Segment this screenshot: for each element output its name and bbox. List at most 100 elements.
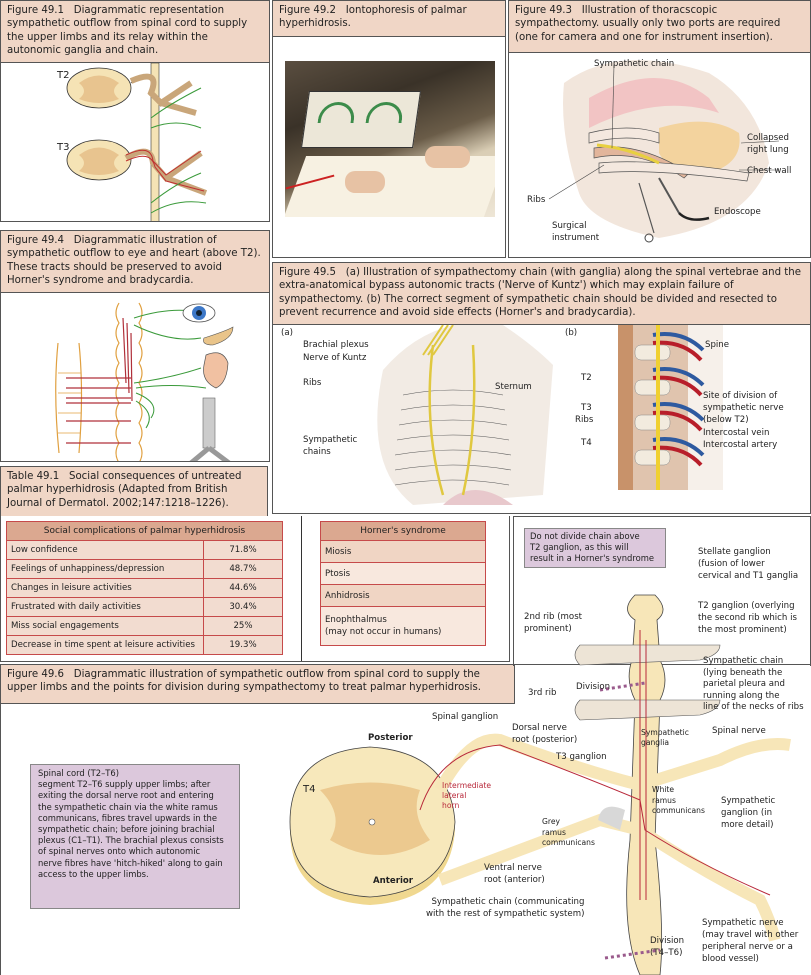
note-line: segment T2–T6 supply upper limbs; after	[38, 779, 211, 790]
caption-text: Diagrammatic illustration of sympathetic…	[7, 669, 482, 694]
label-line: Grey	[542, 817, 561, 826]
note-line: plexus (C1–T1). The brachial plexus cons…	[38, 835, 224, 846]
figure-49-6-caption: Figure 49.6 Diagrammatic illustration of…	[1, 665, 514, 703]
label-line: Ventral nerve	[484, 863, 542, 873]
eye-heart-outflow-diagram	[55, 302, 234, 461]
label-line: peripheral nerve or a	[702, 942, 793, 952]
row-value: 19.3%	[203, 635, 283, 655]
table-header: Horner's syndrome	[320, 521, 486, 541]
label-line: White	[652, 785, 675, 794]
label-ventral-nerve-root: Ventral nerve root (anterior)	[484, 862, 545, 886]
sympathectomy-chain-illustrations	[377, 325, 723, 505]
label-sympathetic-chain: Sympathetic chain (lying beneath the par…	[703, 656, 804, 714]
preganglionic-fibres	[66, 317, 133, 444]
label-line: Sympathetic chain (communicating	[431, 897, 585, 907]
label-sympathetic-ganglion-detail: Sympathetic ganglion (in more detail)	[721, 795, 775, 831]
label-site-division-1: Site of division of	[703, 391, 778, 401]
label-sympathetic-ganglia: Sympathetic ganglia	[641, 728, 689, 748]
label-t2: T2	[581, 373, 592, 383]
note-line: Do not divide chain above	[530, 531, 640, 541]
table-header: Social complications of palmar hyperhidr…	[6, 521, 283, 541]
label-ribs: Ribs	[527, 195, 546, 205]
label-line: communicans	[652, 806, 705, 815]
row-item: Enophthalmus	[325, 615, 387, 625]
label-line: Division	[650, 936, 685, 946]
label-sternum: Sternum	[495, 382, 532, 392]
table-row: Miosis	[320, 540, 486, 563]
row-item: Miosis	[320, 540, 486, 563]
note-line: sympathetic chain; before joining brachi…	[38, 824, 215, 835]
note-line: nerve fibres have 'hitch-hiked' along to…	[38, 857, 223, 868]
label-line: Sympathetic	[721, 796, 776, 806]
row-item: Miss social engagements	[6, 616, 204, 636]
label-line: Stellate ganglion	[698, 547, 771, 557]
label-sympathetic-nerve: Sympathetic nerve (may travel with other…	[702, 917, 798, 965]
note-line: of spinal nerves onto which autonomic	[38, 846, 201, 857]
row-item: Low confidence	[6, 540, 204, 560]
social-complications-table: Social complications of palmar hyperhidr…	[6, 521, 283, 655]
label-brachial-plexus: Brachial plexus	[303, 340, 369, 350]
row-item: Ptosis	[320, 562, 486, 585]
label-right-lung: right lung	[747, 145, 789, 155]
label-t3: T3	[581, 403, 592, 413]
iontophoresis-photo	[285, 61, 495, 217]
label-line: ramus	[652, 795, 676, 805]
tag-a: (a)	[281, 328, 293, 338]
caption-text: Diagrammatic illustration of sympathetic…	[7, 235, 261, 287]
thoracoscopy-illustration	[548, 60, 780, 243]
note-line: access to the upper limbs.	[38, 868, 149, 879]
figure-title: Figure 49.6	[7, 669, 65, 680]
label-posterior: Posterior	[368, 733, 413, 743]
label-t4: T4	[581, 438, 592, 448]
label-line: parietal pleura and	[703, 679, 785, 689]
heart-icon	[203, 352, 229, 389]
table-row: Anhidrosis	[320, 584, 486, 607]
label-division-t4-t6: Division (T4–T6)	[650, 935, 684, 959]
label-line: ganglia	[641, 738, 669, 747]
note-spinal-cord: Spinal cord (T2–T6) segment T2–T6 supply…	[30, 764, 240, 909]
figure-49-3-caption: Figure 49.3 Illustration of thoracscopic…	[509, 1, 810, 53]
label-line: root (anterior)	[484, 875, 545, 885]
label-anterior: Anterior	[373, 876, 414, 886]
label-line: Dorsal nerve	[512, 723, 567, 733]
label-sympathetic-chains-2: chains	[303, 447, 331, 457]
figure-49-2: Figure 49.2 Iontophoresis of palmar hype…	[272, 0, 506, 258]
figure-49-3: Figure 49.3 Illustration of thoracscopic…	[508, 0, 811, 258]
label-3rd-rib: 3rd rib	[528, 688, 557, 698]
row-item: Decrease in time spent at leisure activi…	[6, 635, 204, 655]
label-chest-wall: Chest wall	[747, 166, 792, 176]
label-2nd-rib: 2nd rib (most prominent)	[524, 611, 582, 635]
label-sympathetic-chains-1: Sympathetic	[303, 435, 358, 445]
label-line: lateral	[442, 791, 467, 800]
label-grey-ramus: Grey ramus communicans	[542, 817, 595, 849]
note-line: result in a Horner's syndrome	[530, 553, 655, 564]
label-t4: T4	[303, 784, 316, 795]
table-49-1-caption: Table 49.1 Social consequences of untrea…	[1, 467, 267, 516]
row-item: Changes in leisure activities	[6, 578, 204, 598]
table-row: Ptosis	[320, 562, 486, 585]
iontophoresis-device	[300, 91, 422, 148]
figure-title: Figure 49.1	[7, 5, 65, 16]
label-line: (may travel with other	[702, 930, 799, 940]
caption-text: Illustration of thoracscopic sympathecto…	[515, 5, 781, 43]
spine-illustration-b	[618, 325, 723, 490]
note-line: Spinal cord (T2–T6)	[38, 768, 120, 778]
level-label-t2: T2	[57, 70, 70, 81]
label-line: blood vessel)	[702, 954, 759, 964]
label-line: line of the necks of ribs	[703, 702, 804, 712]
label-stellate-ganglion: Stellate ganglion (fusion of lower cervi…	[698, 546, 798, 582]
label-line: the second rib which is	[698, 613, 797, 623]
figure-title: Figure 49.2	[279, 5, 337, 16]
label-line: (T4–T6)	[650, 948, 683, 958]
label-intercostal-artery: Intercostal artery	[703, 440, 778, 450]
label-intercostal-vein: Intercostal vein	[703, 428, 770, 438]
figure-title: Figure 49.4	[7, 235, 65, 246]
row-note: (may not occur in humans)	[325, 627, 442, 637]
label-line: running along the	[703, 690, 780, 701]
label-line: root (posterior)	[512, 735, 578, 745]
label-ribs-a: Ribs	[303, 378, 322, 388]
